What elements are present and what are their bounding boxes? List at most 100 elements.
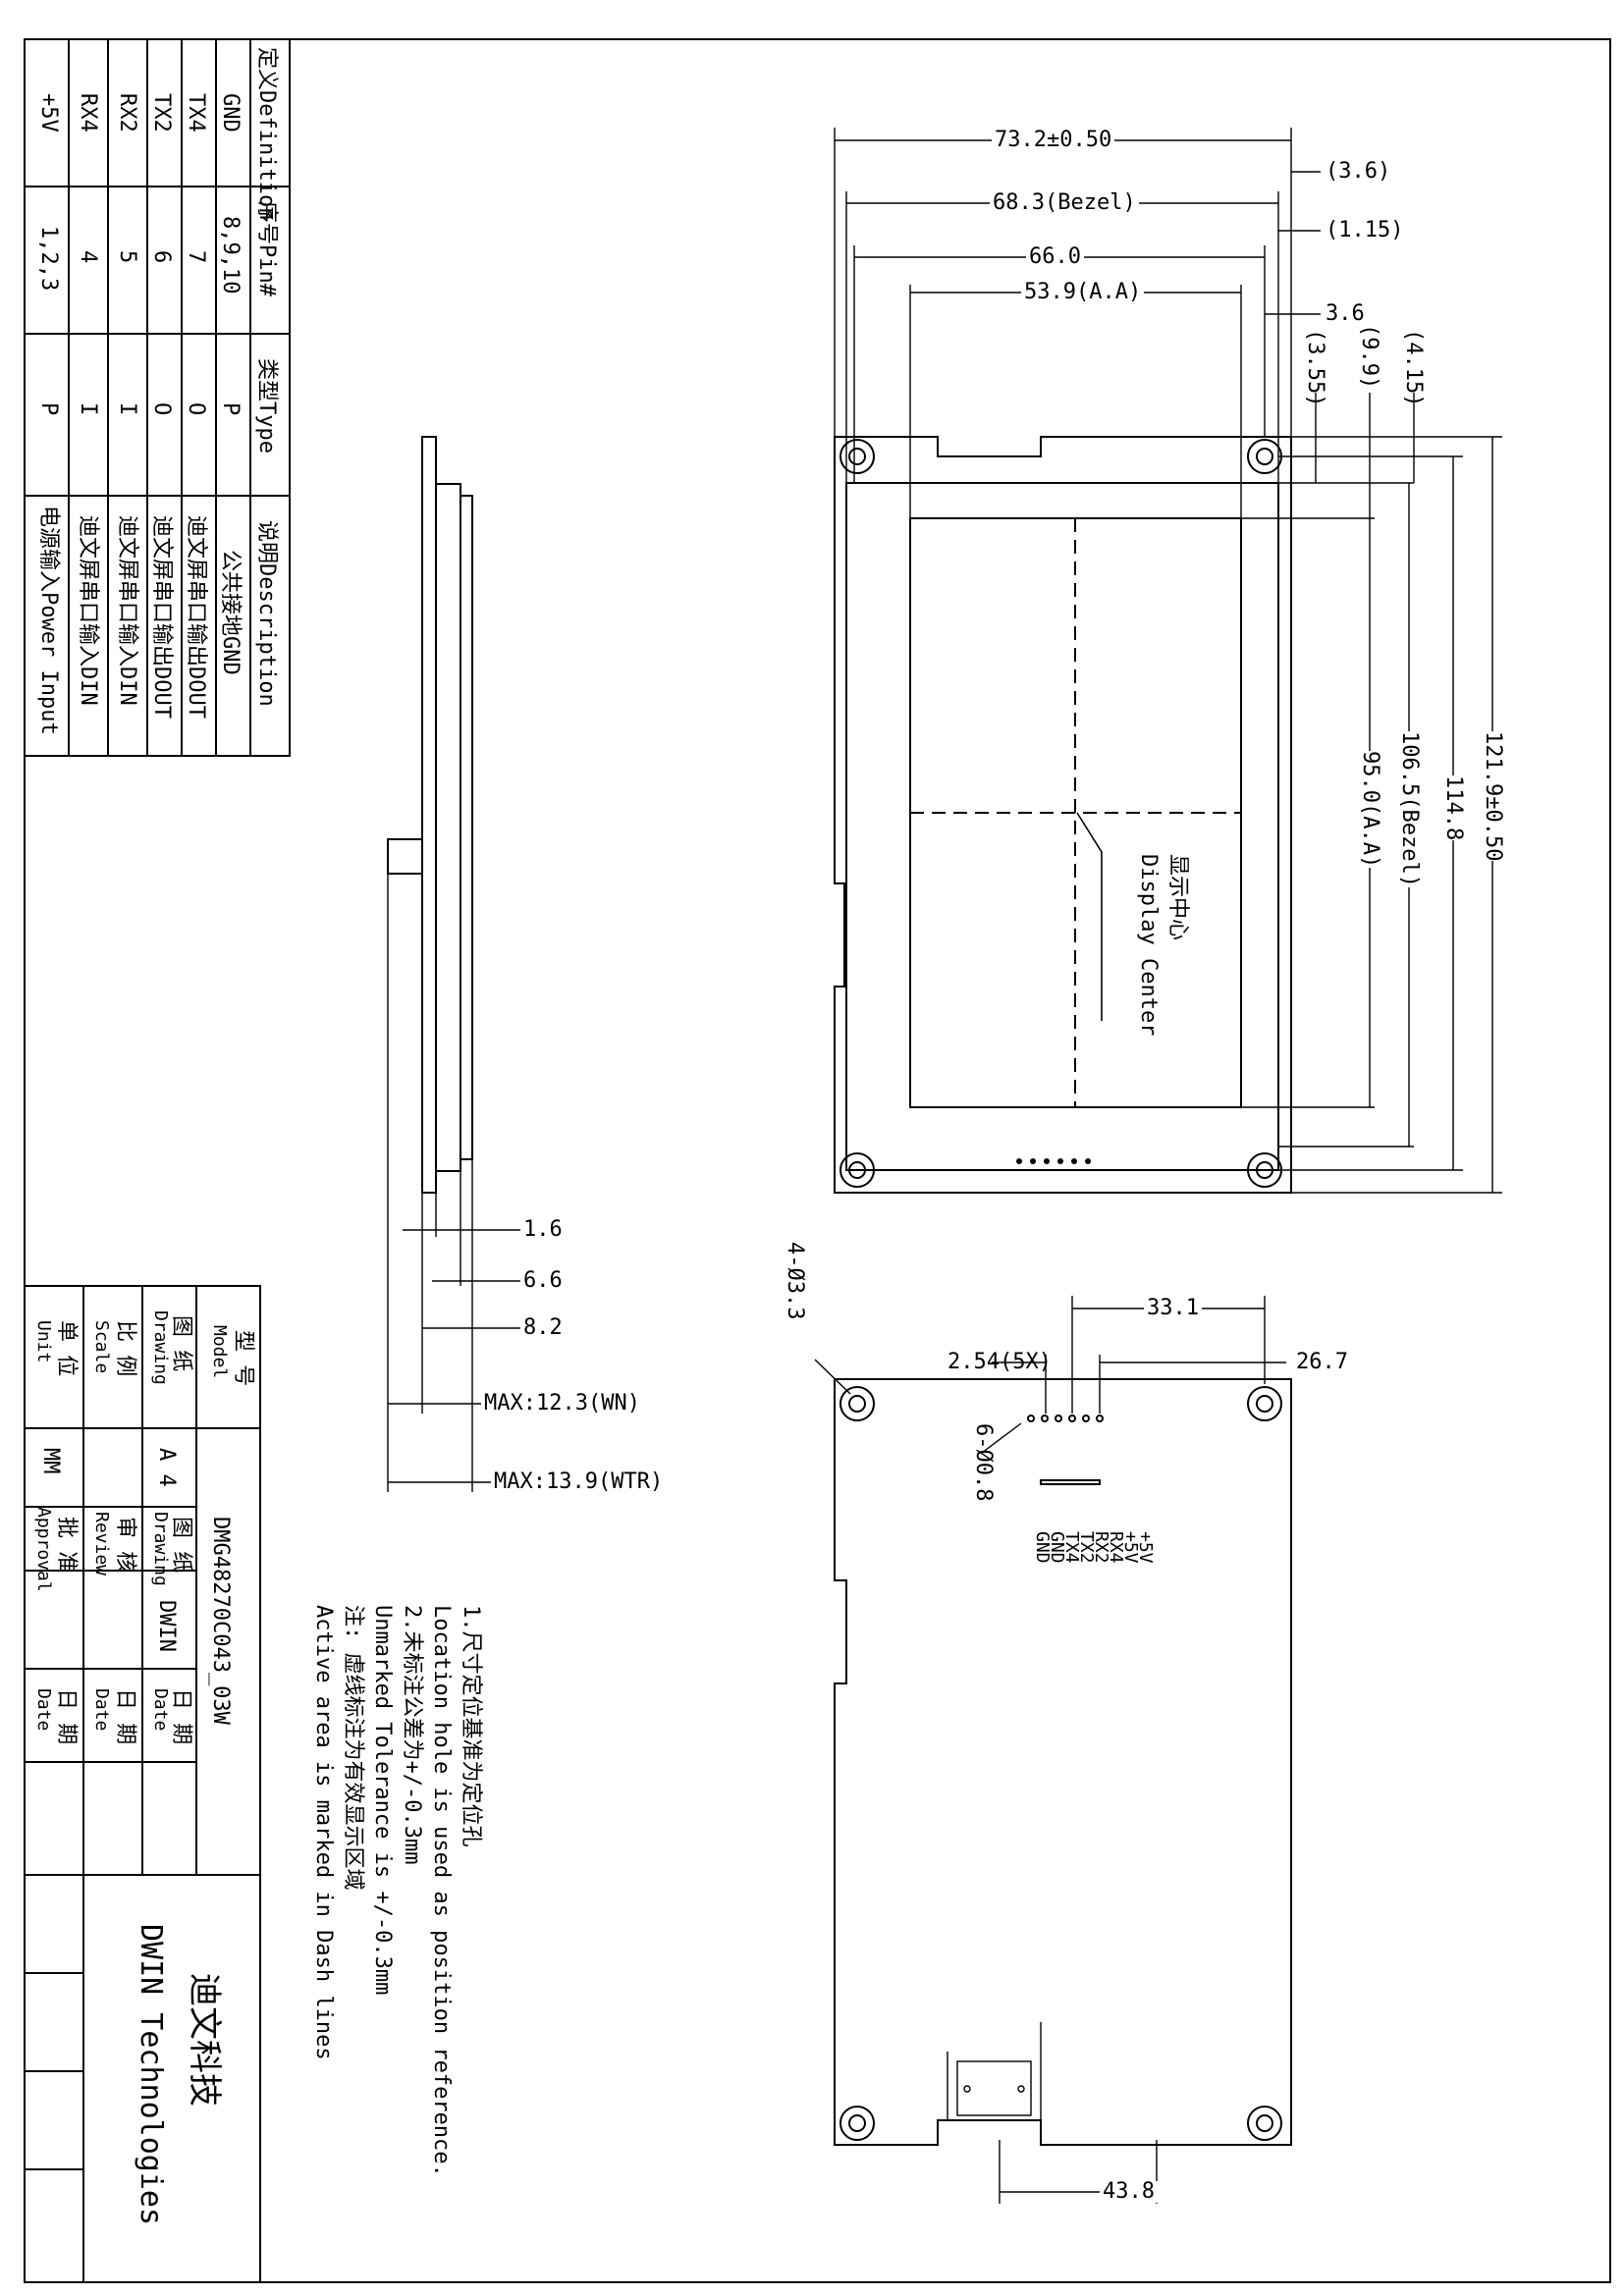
title-unit-value: MM [38,1448,63,1474]
title-drawing2-label: 图 纸 [169,1517,193,1574]
pin-row-tx4-desc: 迪文屏串口输出DOUT [184,515,208,719]
back-holes-label: 4-Ø3.3 [783,1242,807,1320]
pin-row-rx2-def: RX2 [115,93,139,133]
pin-row-gnd-pin: 8,9,10 [218,216,243,294]
title-model-label: 型 号 [231,1330,255,1387]
pin-row-tx2-desc: 迪文屏串口输出DOUT [149,515,174,719]
dim-v-4-15: (4.15) [1401,329,1426,407]
pin-row-rx4-desc: 迪文屏串口输入DIN [76,515,100,706]
pin-row-rx4-def: RX4 [76,93,100,133]
front-bezel [845,482,1279,1171]
back-connector [947,2022,1042,2120]
dim-aa-width: 53.9(A.A) [1021,282,1145,303]
note-3-cn: 注: 虚线标注为有效显示区域 [341,1605,365,1891]
pin-row-tx4-def: TX4 [184,93,208,133]
pin-table-header-pin: 序号Pin# [254,201,279,296]
title-date-label-3: 日 期 [54,1688,79,1745]
pin-row-5v-type: P [36,402,61,416]
back-pin-label-8: GND [1032,1531,1053,1564]
dim-v-9-9: (9.9) [1357,324,1381,390]
dim-side-3-6b: 3.6 [1326,301,1365,326]
note-3-en: Active area is marked in Dash lines [311,1605,336,2060]
front-outline [834,436,1292,1194]
title-model-label-en: Model [209,1325,230,1379]
pin-row-tx2-pin: 6 [149,250,174,264]
dim-back-26-7: 26.7 [1296,1350,1348,1374]
title-approval-label: 批 准 [54,1517,79,1574]
title-drawing-label-en: Drawing [150,1310,171,1385]
pin-row-5v-desc: 电源输入Power Input [36,506,61,735]
dim-back-pitch: 2.54(5X) [947,1350,1052,1374]
dim-v-3-55: (3.55) [1303,329,1327,407]
note-2-en: Unmarked Tolerance is +/-0.3mm [370,1605,395,1996]
title-drawing2-label-en: Drawing [150,1512,171,1586]
display-center-label-cn: 显示中心 [1165,854,1190,941]
pin-row-5v-pin: 1,2,3 [36,226,61,292]
title-scale-label-en: Scale [91,1320,112,1374]
pin-row-rx2-pin: 5 [115,250,139,264]
title-review-label: 审 核 [113,1517,137,1574]
pin-row-rx4-pin: 4 [76,250,100,264]
dim-v-pcb-height: 114.8 [1441,775,1466,841]
pin-row-gnd-type: P [218,402,243,416]
dim-back-33-1: 33.1 [1144,1298,1202,1319]
dim-side-6-6: 6.6 [523,1268,563,1293]
dim-pcb-width: 66.0 [1026,246,1084,268]
title-date-label-1-en: Date [150,1688,171,1732]
pin-table-frame [24,38,291,757]
side-view [387,436,473,1194]
display-center-label-en: Display Center [1136,854,1161,1037]
dim-side-3-6: (3.6) [1326,159,1391,184]
title-drawing-label: 图 纸 [169,1315,193,1372]
title-unit-label: 单 位 [54,1320,79,1377]
title-approval-label-en: Approval [33,1507,54,1592]
pin-row-tx4-type: O [184,402,208,416]
title-drawing-value: A 4 [154,1448,179,1487]
dim-side-1-15: (1.15) [1326,218,1404,242]
title-drawing2-value: DWIN [154,1600,179,1652]
sheet-border [24,38,1611,2283]
pin-row-rx4-type: I [76,402,100,416]
pin-table-header-type: 类型Type [254,358,279,454]
pin-row-gnd-desc: 公共接地GND [218,550,243,675]
company-name-cn: 迪文科技 [185,1973,224,2107]
pin-row-tx2-type: O [149,402,174,416]
title-model-value: DMG48270C043_03W [208,1517,233,1725]
dim-v-bezel-height: 106.5(Bezel) [1397,731,1422,887]
pin-table-header-description: 说明Description [254,520,279,707]
title-review-label-en: Review [91,1512,112,1576]
title-date-label-2-en: Date [91,1688,112,1732]
pin-row-5v-def: +5V [36,93,61,133]
company-name-en: DWIN Technologies [134,1924,168,2226]
pin-row-tx4-pin: 7 [184,250,208,264]
title-date-label-3-en: Date [33,1688,54,1732]
dim-bezel-width: 68.3(Bezel) [990,192,1139,214]
back-pin-holes-label: 6-Ø0.8 [971,1423,996,1502]
back-holes [839,1386,1282,2141]
dim-overall-width: 73.2±0.50 [992,130,1115,151]
pin-table-header-definition: 定义Definition [254,47,279,221]
dim-v-overall-height: 121.9±0.50 [1481,731,1505,862]
back-pin-header [1027,1415,1104,1485]
note-1-cn: 1.尺寸定位基准为定位孔 [459,1605,483,1847]
dim-back-43-8: 43.8 [1100,2181,1158,2203]
title-scale-label: 比 例 [113,1320,137,1377]
back-outline [834,1378,1292,2146]
note-1-en: Location hole is used as position refere… [429,1605,454,2177]
pin-row-tx2-def: TX2 [149,93,174,133]
note-2-cn: 2.未标注公差为+/-0.3mm [400,1605,424,1865]
pin-row-gnd-def: GND [218,93,243,133]
title-date-label-2: 日 期 [113,1688,137,1745]
dim-side-1-6: 1.6 [523,1217,563,1242]
dim-v-aa-height: 95.0(A.A) [1358,751,1382,869]
dim-side-max-wtr: MAX:13.9(WTR) [494,1469,664,1494]
dim-side-8-2: 8.2 [523,1315,563,1340]
front-pads [1016,1158,1091,1164]
dim-side-max-wn: MAX:12.3(WN) [484,1391,640,1415]
pin-row-rx2-type: I [115,402,139,416]
pin-row-rx2-desc: 迪文屏串口输入DIN [115,515,139,706]
title-date-label-1: 日 期 [169,1688,193,1745]
title-unit-label-en: Unit [33,1320,54,1363]
